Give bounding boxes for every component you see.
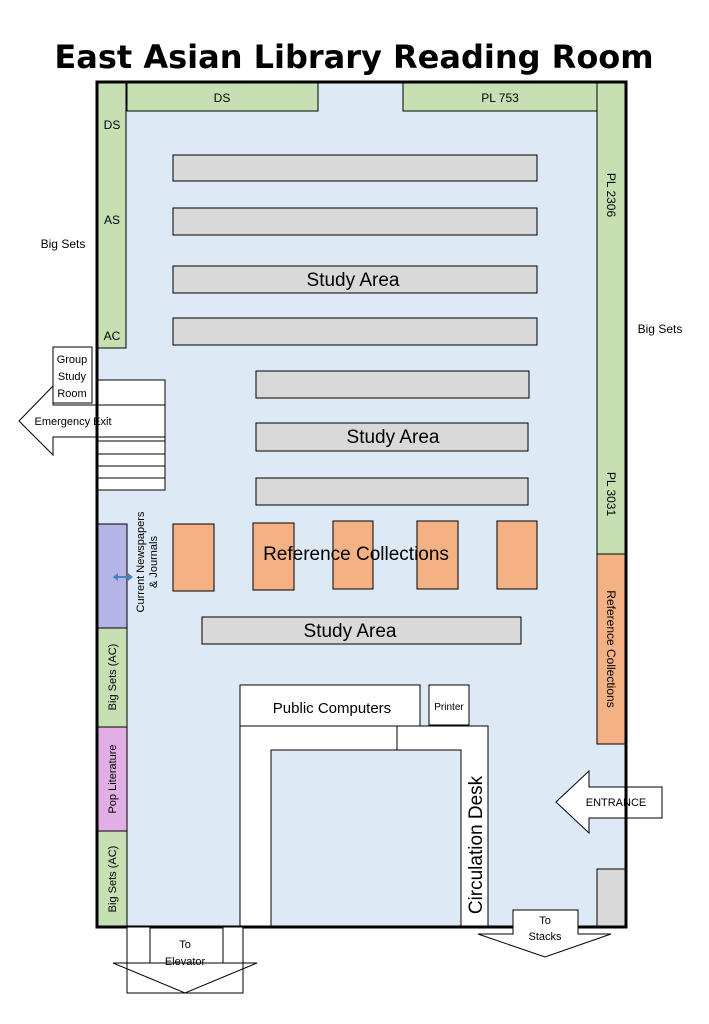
reference-stack [252,522,295,591]
group-study-room-label-3: Room [57,388,86,400]
study-table [172,154,538,182]
study-table [172,317,538,346]
shelf-left-big-sets [97,82,127,349]
reference-stack [172,523,215,592]
study-table [172,207,538,236]
study-area-label-1: Study Area [307,270,400,291]
to-stacks-label-1: To [539,915,551,927]
study-area-label-2: Study Area [347,427,440,448]
shelf-right-pl3031-label: PL 3031 [604,472,618,517]
to-elevator-label-1: To [179,939,191,951]
reading-room-wall [95,80,628,929]
big-sets-ac-shelf-1 [96,627,128,728]
to-elevator-arrow [112,926,258,994]
study-table [255,370,530,399]
big-sets-left-label: Big Sets [41,237,86,251]
reference-collections-right-shelf [596,553,626,745]
double-arrow-icon-left-head [113,573,118,581]
big-sets-right-label: Big Sets [638,322,683,336]
emergency-exit-arrow [18,384,166,457]
reference-stack [332,520,374,590]
study-area-label-3: Study Area [304,621,397,642]
group-study-room-label-2: Study [58,371,87,383]
to-stacks-arrow [477,909,612,958]
entrance-label: ENTRANCE [586,797,647,809]
big-sets-ac-shelf-2 [96,830,128,927]
shelf-top-ds-label: DS [214,91,231,105]
shelf-top-pl753-label: PL 753 [481,91,519,105]
double-arrow-icon-right-head [128,573,133,581]
circulation-desk-label: Circulation Desk [466,775,487,914]
shelf-right-pl2306-label: PL 2306 [604,173,618,218]
to-elevator-label-2: Elevator [165,956,206,968]
map-title: East Asian Library Reading Room [54,38,653,76]
study-table [255,477,529,506]
study-table [255,422,529,452]
study-table [201,616,522,645]
printer-label: Printer [434,702,464,713]
big-sets-ac-label-1: Big Sets (AC) [107,644,119,711]
study-table [172,265,538,294]
shelf-left-as-label: AS [104,213,120,227]
public-computers-desk [239,684,421,727]
entrance-arrow [555,769,663,835]
pop-literature-label: Pop Literature [107,744,119,813]
shelf-left-ds-label: DS [104,118,121,132]
shelf-top-ds [126,82,319,112]
pop-literature-shelf [96,726,128,832]
group-study-room [52,346,93,404]
emergency-exit-label: Emergency Exit [34,416,111,428]
reference-stack [416,520,459,590]
to-elevator-box [126,962,244,994]
utility-box [596,868,626,928]
big-sets-ac-label-2: Big Sets (AC) [107,846,119,913]
public-computers-label: Public Computers [273,700,391,717]
current-newspapers-label-2: & Journals [148,536,160,588]
reference-collections-center-label: Reference Collections [263,544,449,565]
current-newspapers-label-1: Current Newspapers [135,511,147,612]
printer-station [428,684,470,726]
group-study-room-label-1: Group [57,354,88,366]
to-stacks-label-2: Stacks [528,931,562,943]
reference-collections-right-label: Reference Collections [604,590,618,707]
shelf-left-ac-label: AC [104,329,121,343]
reference-stack [496,520,538,590]
